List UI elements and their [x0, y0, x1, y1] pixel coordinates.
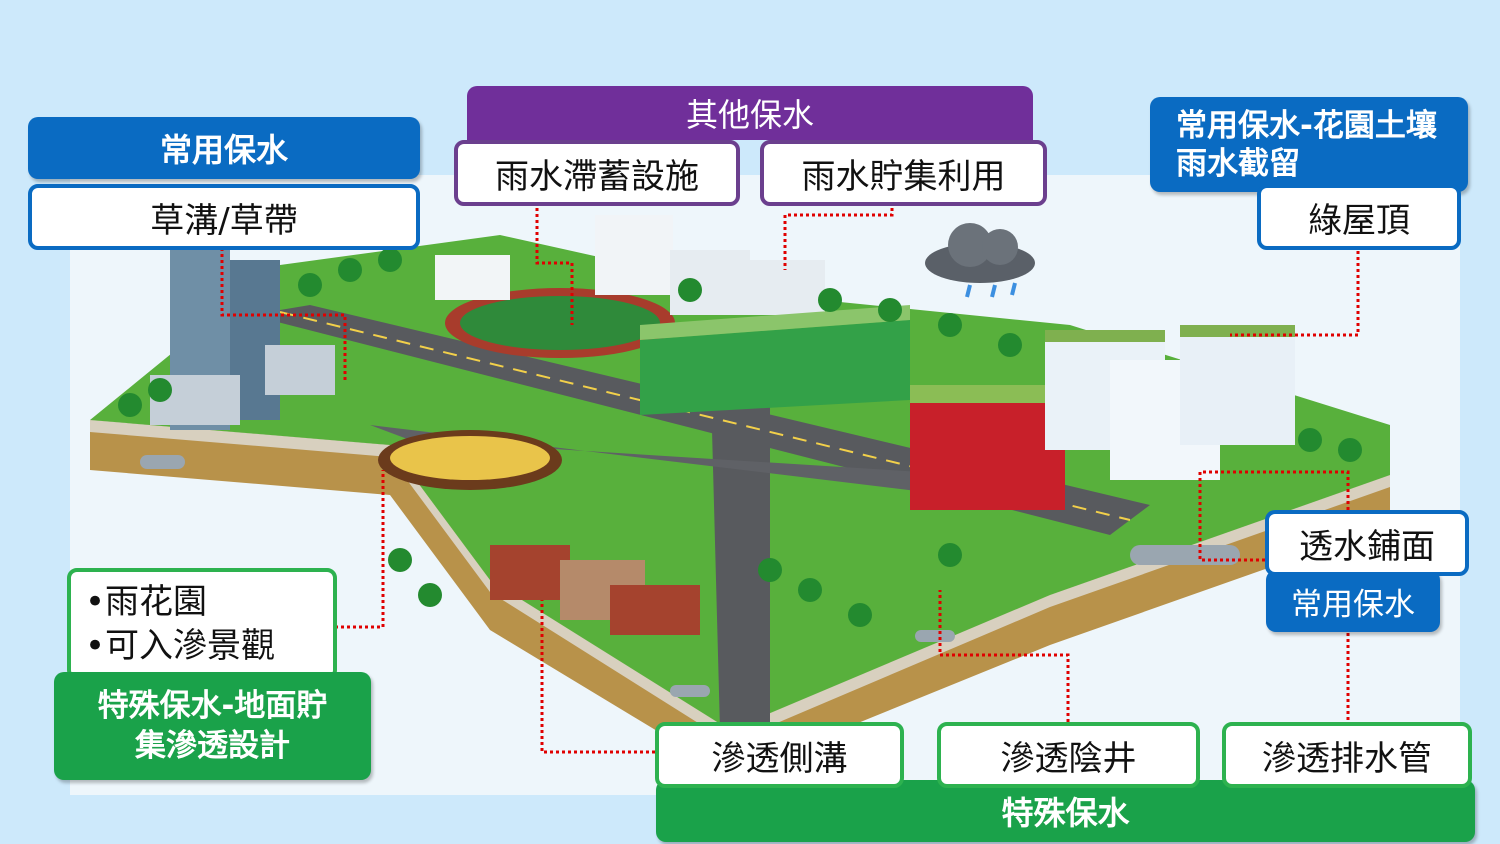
- green-roof-label: 綠屋頂: [1257, 184, 1461, 250]
- rain-garden-item: •雨花園: [85, 582, 208, 622]
- infiltration-pipe-label: 滲透排水管: [1222, 722, 1472, 788]
- infiltration-trench-label: 滲透側溝: [655, 722, 904, 788]
- rain-detention-label: 雨水滯蓄設施: [454, 140, 740, 206]
- common-retention-header-right: 常用保水-花園土壤雨水截留: [1150, 97, 1468, 192]
- green-building-roof: [640, 305, 910, 340]
- leader-trench: [540, 600, 655, 754]
- illustration-panel: [70, 175, 1460, 795]
- common-retention-header-left: 常用保水: [28, 117, 420, 179]
- office-building-2: [265, 345, 335, 395]
- road-cross: [710, 350, 770, 735]
- landscape-infiltration-item: •可入滲景觀: [85, 626, 276, 666]
- trees: [118, 248, 1362, 627]
- brick-house-3: [610, 585, 700, 635]
- permeable-pavement-label: 透水鋪面: [1265, 510, 1469, 576]
- other-retention-header: 其他保水: [467, 86, 1033, 140]
- soil-layer: [90, 420, 1390, 775]
- leader-rain-harvest: [783, 208, 894, 270]
- rain-cloud-icon: [925, 223, 1035, 298]
- special-retention-footer: 特殊保水: [656, 780, 1475, 842]
- red-building-green-roof: [910, 385, 1065, 403]
- small-building: [435, 255, 510, 300]
- flower-garden: [390, 436, 550, 480]
- green-building: [640, 320, 910, 415]
- roof-garden: [1045, 330, 1165, 342]
- rain-garden-list: •雨花園 •可入滲景觀: [67, 568, 337, 680]
- city-water-retention-illustration: [90, 215, 1390, 775]
- track-field: [460, 296, 660, 350]
- leader-rain-garden: [335, 470, 385, 629]
- special-retention-header-left: 特殊保水-地面貯集滲透設計: [54, 672, 371, 780]
- grass-swale-label: 草溝/草帶: [28, 184, 420, 250]
- infiltration-well-label: 滲透陰井: [937, 722, 1200, 788]
- red-building: [910, 400, 1065, 510]
- rain-harvest-label: 雨水貯集利用: [760, 140, 1047, 206]
- leader-grass-swale: [220, 248, 347, 380]
- road-diagonal: [370, 425, 970, 495]
- common-retention-header-pavement: 常用保水: [1266, 570, 1440, 632]
- apartment-1: [595, 215, 673, 295]
- leader-green-roof: [1230, 251, 1360, 337]
- leader-well: [938, 590, 1070, 722]
- apartment-3: [750, 260, 825, 315]
- leader-rain-detention: [535, 208, 574, 325]
- brick-house: [490, 545, 570, 600]
- infiltration-pipes: [140, 455, 1240, 697]
- residential-building-3: [1180, 335, 1295, 445]
